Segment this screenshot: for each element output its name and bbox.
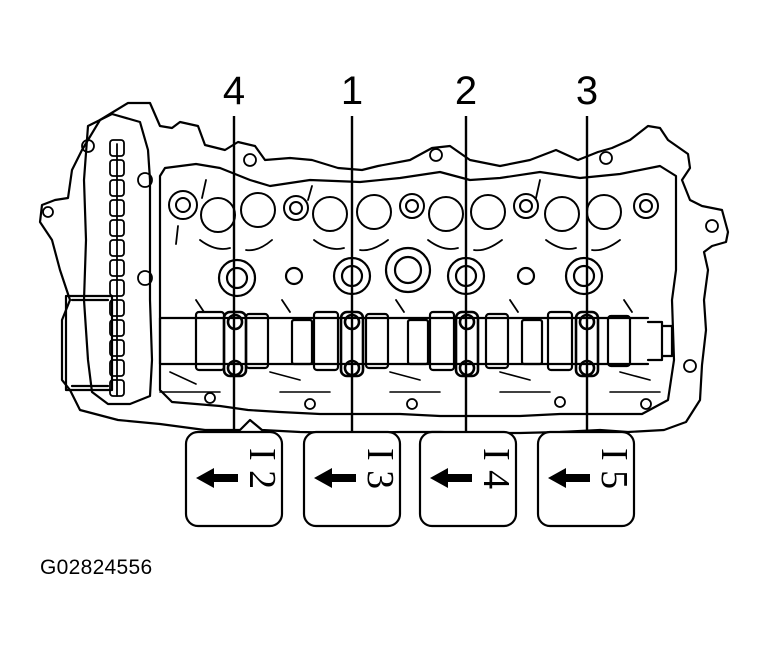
- cap-label-tag-i4: I 4: [418, 430, 518, 528]
- left-arrow-icon: [196, 468, 238, 488]
- figure-code: G02824556: [40, 556, 153, 579]
- lower-head-detail: [159, 371, 661, 393]
- timing-chain-cover: [82, 112, 154, 406]
- left-arrow-icon: [430, 468, 472, 488]
- cap-label: I 5: [593, 448, 635, 489]
- callout-number-1: 1: [341, 69, 363, 113]
- cap-label-tag-i2: I 2: [184, 430, 284, 528]
- head-inner-wall: [158, 162, 678, 418]
- cam-sprocket-housing: [64, 294, 114, 392]
- cap-label-tag-i3: I 3: [302, 430, 402, 528]
- head-gasket-outline: [38, 101, 730, 435]
- timing-chain: [109, 139, 125, 397]
- left-arrow-icon: [314, 468, 356, 488]
- cap-label: I 2: [241, 448, 283, 489]
- cap-label: I 4: [475, 448, 517, 489]
- leader-lines: [232, 116, 589, 432]
- callout-number-3: 3: [576, 69, 598, 113]
- left-arrow-icon: [548, 468, 590, 488]
- callout-number-2: 2: [455, 69, 477, 113]
- cap-label-tag-i5: I 5: [536, 430, 636, 528]
- flange-bolts: [42, 139, 719, 410]
- spark-plug-tubes: [217, 246, 604, 298]
- callout-number-4: 4: [223, 69, 245, 113]
- rocker-arms: [175, 179, 633, 313]
- cap-label: I 3: [359, 448, 401, 489]
- valve-lifters: [168, 190, 659, 233]
